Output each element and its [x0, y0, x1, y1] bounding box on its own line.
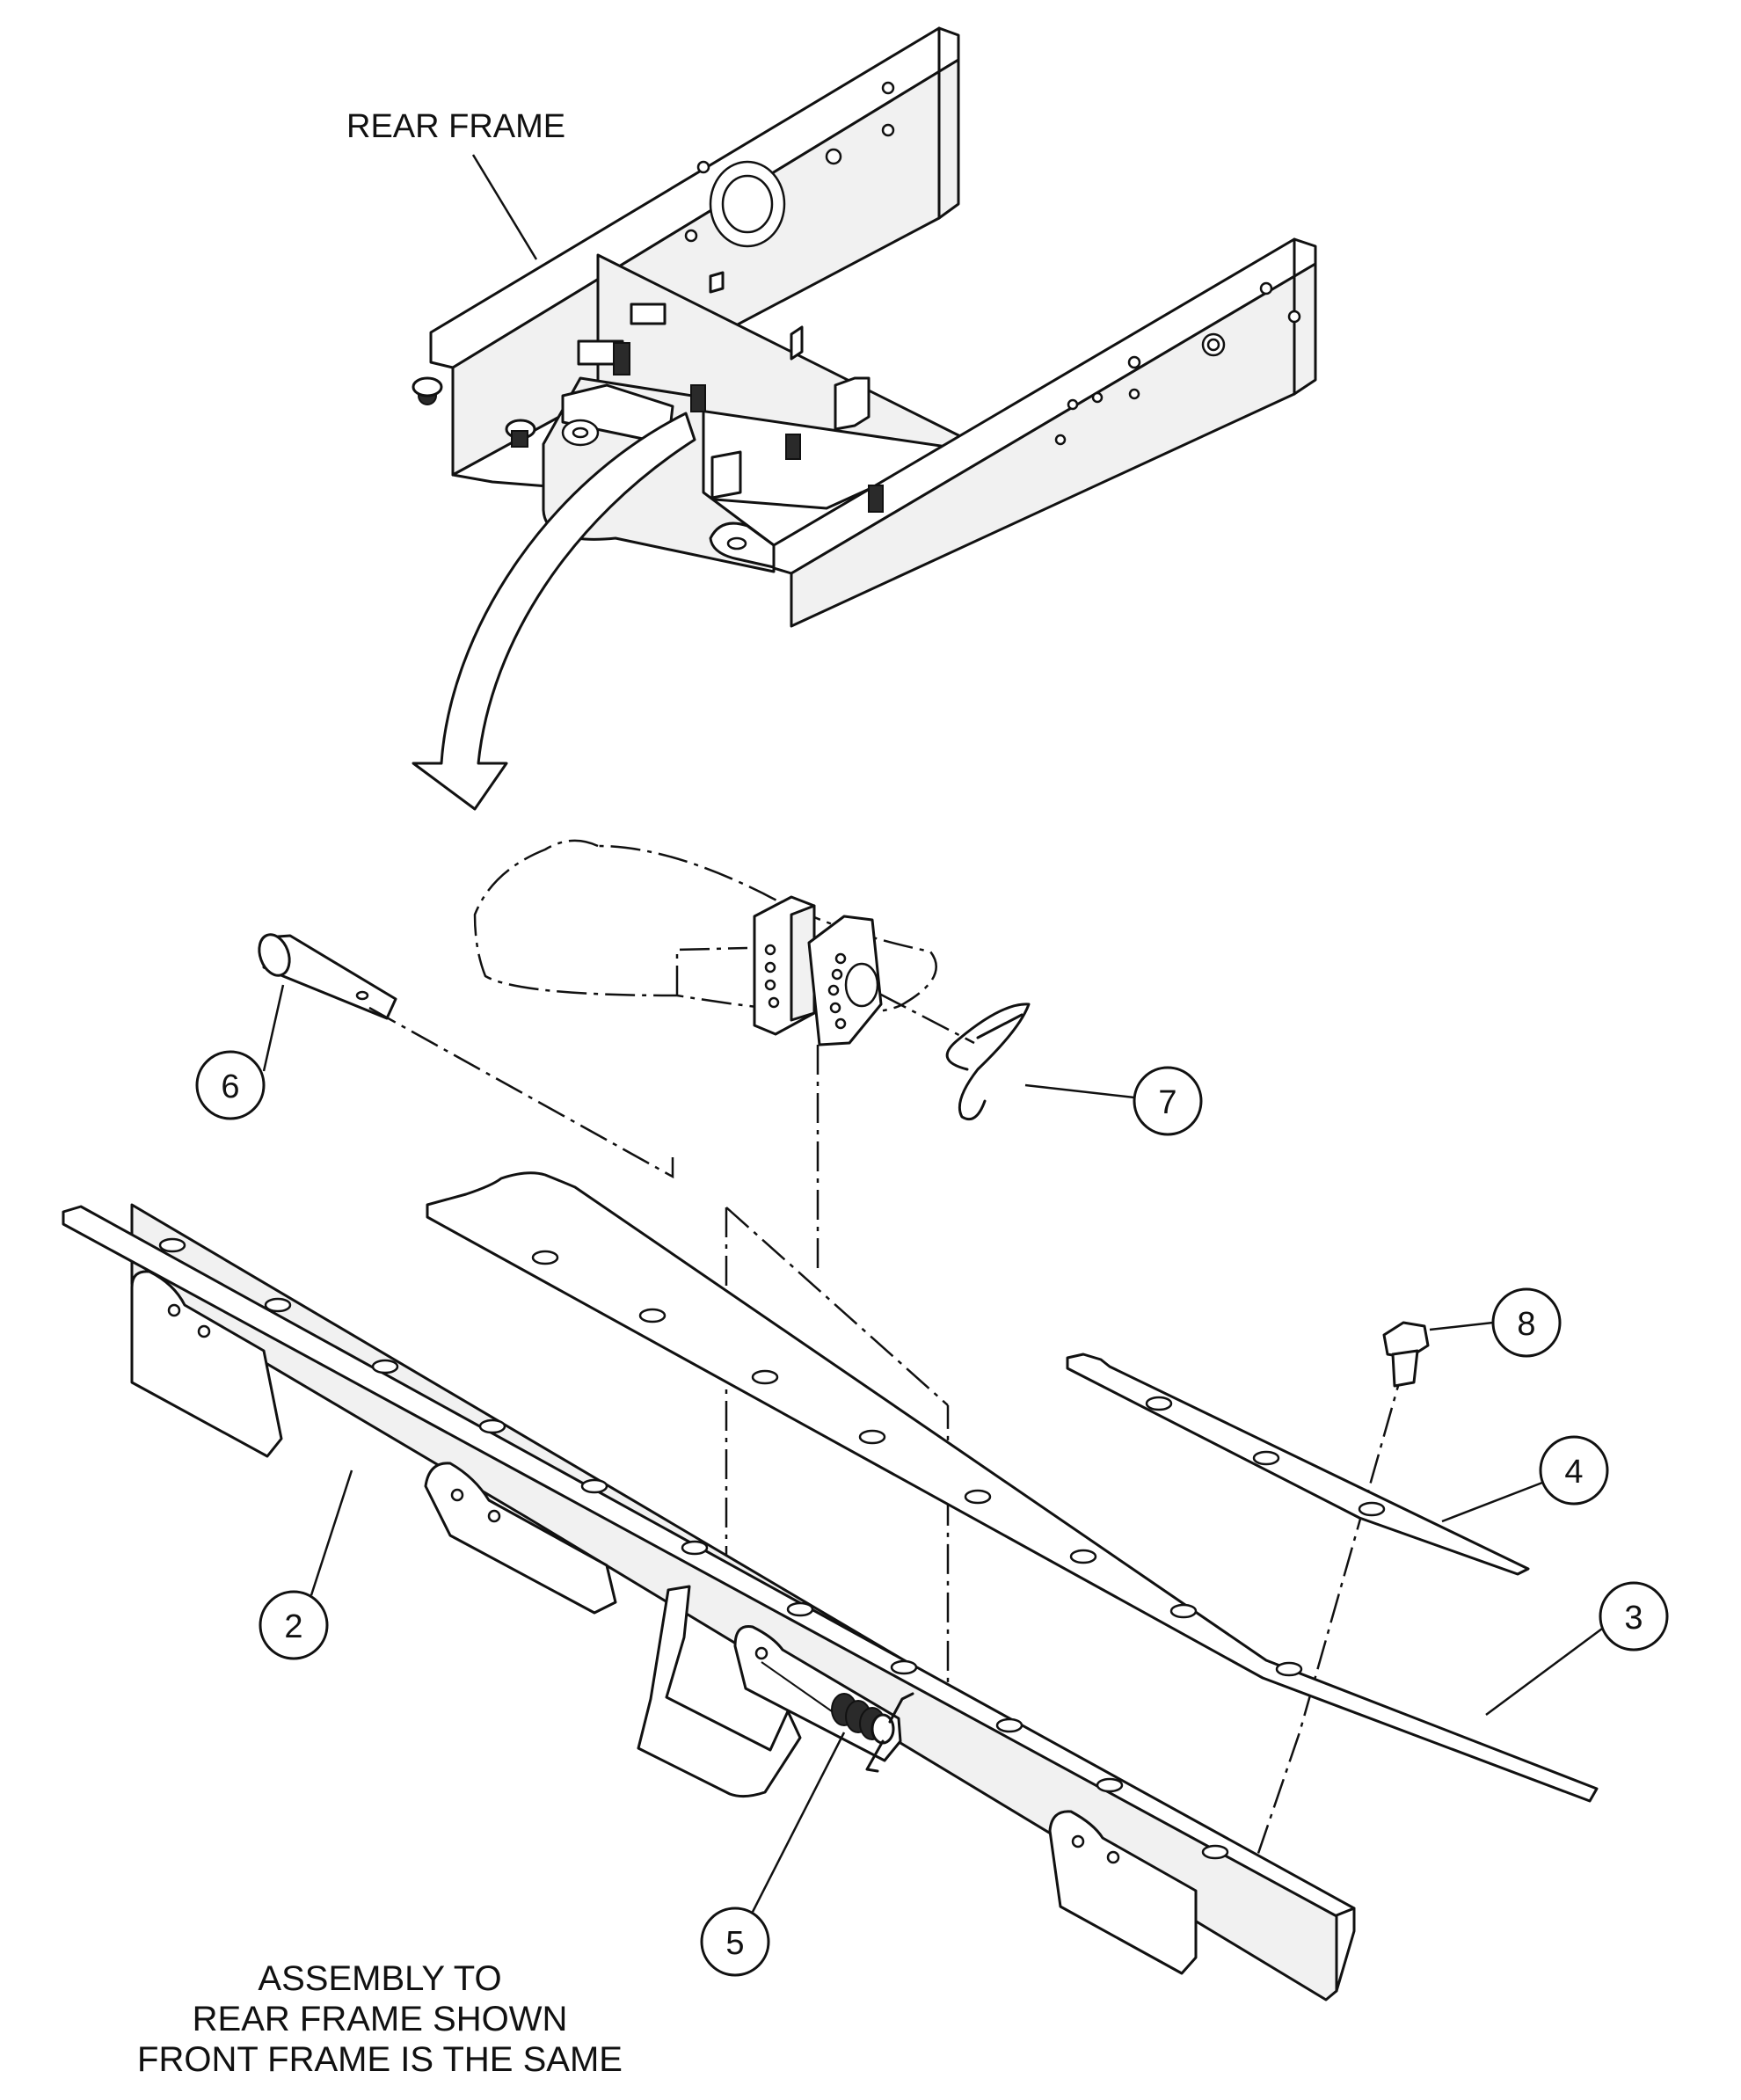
callout-5: 5: [725, 1925, 744, 1962]
wear-plate-part-3: [426, 1171, 1599, 1803]
caption-line-3: FRONT FRAME IS THE SAME: [137, 2040, 623, 2079]
u-handle: [637, 1585, 802, 1798]
callout-2-circle: [259, 1590, 329, 1660]
assembly-direction-arrow: [412, 412, 696, 811]
rear-frame-assembly: [412, 26, 1317, 628]
rear-frame-leader: [471, 154, 538, 260]
callout-6: 6: [221, 1068, 239, 1105]
callout-3: 3: [1624, 1600, 1643, 1637]
callout-3-circle: [1599, 1581, 1669, 1652]
callout-6-circle: [195, 1050, 266, 1120]
spring-part-5: [761, 1661, 914, 1773]
callout-2: 2: [284, 1608, 302, 1645]
clevis-pin-part-6: [258, 933, 397, 1020]
callout-7: 7: [1158, 1084, 1176, 1121]
callout-4-circle: [1539, 1435, 1609, 1506]
wear-plate-part-4: [1066, 1353, 1530, 1576]
phantom-hitch-outline: [473, 839, 937, 1015]
bolt-part-8: [1382, 1321, 1430, 1388]
callout-4: 4: [1564, 1454, 1583, 1491]
callout-7-circle: [1133, 1066, 1203, 1136]
clevis-bracket: [753, 895, 883, 1046]
callout-8: 8: [1517, 1306, 1535, 1343]
hair-pin-part-7: [945, 1003, 1031, 1121]
base-channel-part-2: [62, 1203, 1356, 2002]
rear-frame-label: REAR FRAME: [346, 108, 565, 145]
caption-line-1: ASSEMBLY TO: [258, 1959, 501, 1998]
callout-5-circle: [700, 1907, 770, 1977]
caption-line-2: REAR FRAME SHOWN: [193, 2000, 568, 2038]
pin-centerline: [368, 1006, 674, 1179]
